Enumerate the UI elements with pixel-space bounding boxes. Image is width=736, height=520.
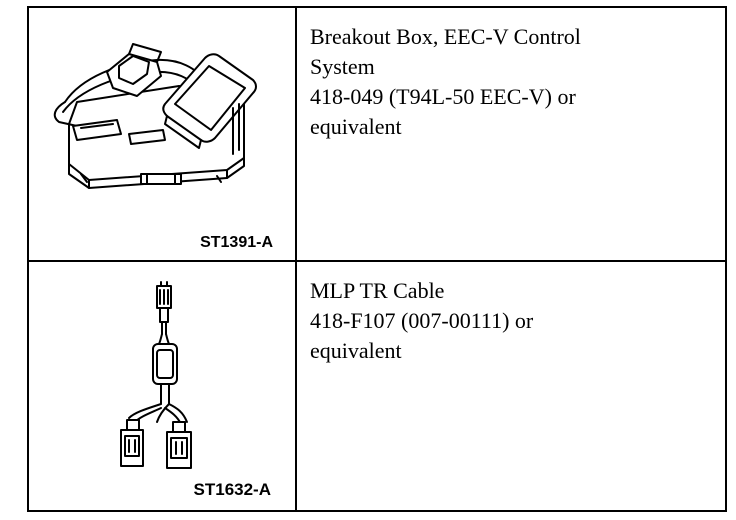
tool-description-cell: MLP TR Cable 418-F107 (007-00111) or equ…: [295, 260, 727, 512]
mlp-tr-cable-illustration: [120, 281, 192, 469]
breakout-box-illustration: [53, 43, 257, 189]
tool-name: MLP TR Cable: [310, 278, 445, 303]
tool-row: ST1632-A MLP TR Cable 418-F107 (007-0011…: [27, 260, 727, 512]
tool-equivalent-note: equivalent: [310, 338, 402, 363]
tool-description: MLP TR Cable 418-F107 (007-00111) or equ…: [297, 262, 725, 366]
tool-image-cell: ST1632-A: [27, 260, 297, 512]
tool-row: ST1391-A Breakout Box, EEC-V Control Sys…: [27, 6, 727, 262]
tool-name: Breakout Box, EEC-V Control: [310, 24, 581, 49]
figure-code: ST1391-A: [200, 234, 273, 251]
tool-description: Breakout Box, EEC-V Control System 418-0…: [297, 8, 725, 142]
tool-part-number: 418-F107 (007-00111) or: [310, 308, 534, 333]
special-tools-table: ST1391-A Breakout Box, EEC-V Control Sys…: [27, 6, 727, 512]
tool-equivalent-note: equivalent: [310, 114, 402, 139]
figure-code: ST1632-A: [193, 480, 271, 499]
tool-part-number: 418-049 (T94L-50 EEC-V) or: [310, 84, 576, 109]
tool-image-cell: ST1391-A: [27, 6, 297, 262]
tool-name-continued: System: [310, 54, 375, 79]
tool-description-cell: Breakout Box, EEC-V Control System 418-0…: [295, 6, 727, 262]
